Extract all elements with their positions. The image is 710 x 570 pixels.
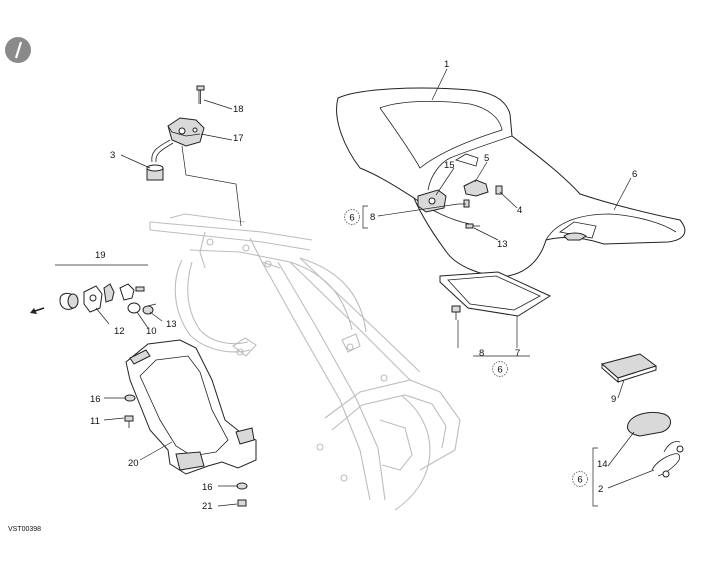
badge-6-middle: 6: [492, 361, 508, 377]
svg-text:6: 6: [497, 365, 502, 376]
callout-20: 20: [128, 458, 139, 469]
callout-5: 5: [484, 153, 489, 164]
svg-text:6: 6: [577, 475, 582, 486]
callout-labels: 1 2 3 4 5 6 7 8 8 9 10 11 12 13 13 14 15…: [90, 59, 637, 512]
brand-logo: [5, 37, 31, 63]
leader-lines: [95, 68, 655, 507]
callout-16-upper: 16: [90, 394, 101, 405]
hardware-16-11-21: [124, 394, 248, 507]
part-2-cable: [651, 441, 684, 478]
callout-6: 6: [632, 169, 637, 180]
callout-15: 15: [444, 160, 455, 171]
callout-11: 11: [90, 416, 100, 427]
part-17-bracket: [167, 117, 205, 147]
part-14-pouch: [627, 411, 671, 437]
part-7-tray: [439, 271, 552, 320]
callout-14: 14: [597, 459, 608, 470]
callout-21: 21: [202, 501, 213, 512]
callout-2: 2: [598, 484, 603, 495]
svg-text:6: 6: [349, 213, 354, 224]
callout-1: 1: [444, 59, 449, 70]
callout-10: 10: [146, 326, 157, 337]
diagram-code: VST00398: [8, 526, 41, 533]
callout-7: 7: [515, 348, 520, 359]
callout-4: 4: [517, 205, 522, 216]
badge-6-lower: 6: [572, 471, 588, 487]
screws-8-13: [463, 199, 480, 229]
callout-8-upper: 8: [370, 212, 375, 223]
callout-13-seat: 13: [497, 239, 508, 250]
callout-16-lower: 16: [202, 482, 213, 493]
part-20-plate: [125, 339, 257, 475]
part-18-bolt: [196, 85, 205, 104]
callout-12: 12: [114, 326, 125, 337]
part-19-assembly: [30, 264, 157, 315]
frame-subframe: [149, 213, 461, 511]
part-3-sensor: [146, 139, 174, 181]
badge-6-upper: 6: [344, 209, 360, 225]
part-9-manual: [600, 353, 658, 384]
callout-9: 9: [611, 394, 616, 405]
callout-3: 3: [110, 150, 115, 161]
callout-18: 18: [233, 104, 244, 115]
reference-badges: 6 6 6: [344, 209, 588, 487]
callout-19: 19: [95, 250, 106, 261]
part-1-seat: [336, 87, 686, 277]
callout-17: 17: [233, 133, 244, 144]
callout-13-left: 13: [166, 319, 177, 330]
callout-8-lower: 8: [479, 348, 484, 359]
